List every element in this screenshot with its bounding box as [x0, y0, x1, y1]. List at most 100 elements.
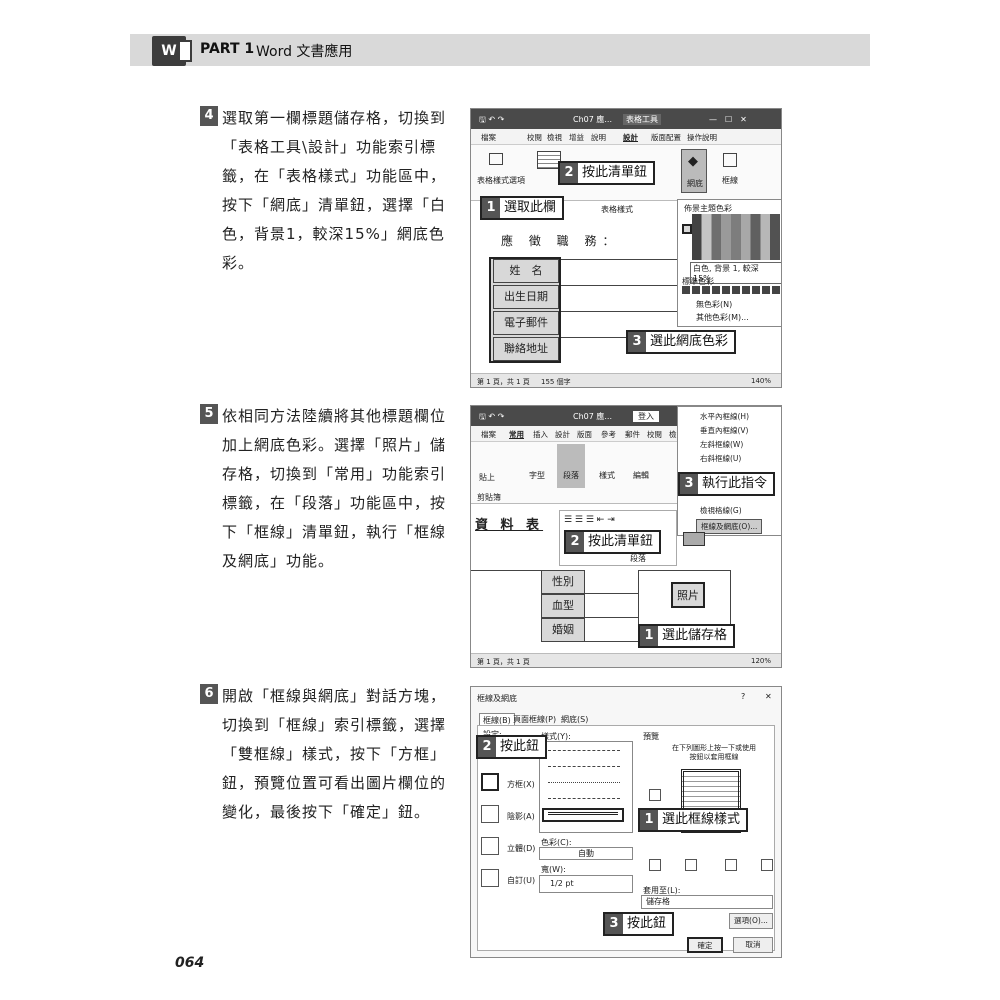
value-cells — [585, 570, 639, 642]
doc-title: Ch07 應... — [573, 412, 613, 421]
login-button[interactable]: 登入 — [633, 411, 659, 422]
cell-birthdate[interactable]: 出生日期 — [493, 285, 559, 309]
menu-view-gridlines[interactable]: 檢視格線(G) — [700, 506, 742, 515]
setting-box[interactable]: 方框(X) — [507, 780, 535, 789]
tab-borders[interactable]: 框線(B) — [479, 713, 515, 727]
tab-layout[interactable]: 版面配置 — [651, 133, 681, 142]
setting-3d[interactable]: 立體(D) — [507, 844, 536, 853]
color-label: 色彩(C): — [541, 838, 572, 847]
setting-custom[interactable]: 自訂(U) — [507, 876, 536, 885]
preview-label: 預覽 — [643, 732, 659, 741]
help-button[interactable]: ? — [741, 692, 746, 701]
window-controls[interactable]: — ☐ ✕ — [709, 115, 747, 124]
word-app-icon: W — [152, 36, 192, 66]
step-text: 依相同方法陸續將其他標題欄位加上網底色彩。選擇「照片」儲存格，切換到「常用」功能… — [222, 407, 447, 570]
tab-tell-me[interactable]: 操作說明 — [687, 133, 717, 142]
cell-gender[interactable]: 性別 — [541, 570, 585, 594]
list-icons[interactable]: ☰ ☰ ☰ ⇤ ⇥ — [564, 515, 615, 525]
top-border-icon[interactable] — [649, 789, 661, 801]
ribbon-tabs: 檔案 校閱 檢視 增益 說明 設計 版面配置 操作說明 — [471, 129, 781, 145]
menu-diagonal-down[interactable]: 左斜框線(W) — [700, 440, 744, 449]
tab-view[interactable]: 檢 — [669, 430, 677, 439]
cell-marital[interactable]: 婚姻 — [541, 618, 585, 642]
border-dropdown-button[interactable] — [683, 532, 705, 546]
left-border-icon[interactable] — [685, 859, 697, 871]
table-style-preview[interactable] — [537, 151, 561, 169]
box-setting-icon[interactable] — [481, 773, 499, 791]
tab-home[interactable]: 常用 — [509, 430, 524, 439]
group-font[interactable]: 字型 — [529, 471, 545, 480]
tab-design[interactable]: 設計 — [623, 133, 638, 142]
standard-color-row[interactable] — [682, 286, 780, 294]
cell-blood-type[interactable]: 血型 — [541, 594, 585, 618]
zoom-level[interactable]: 120% — [751, 657, 772, 665]
tab-file[interactable]: 檔案 — [481, 133, 496, 142]
options-button[interactable]: 選項(O)... — [729, 913, 773, 929]
tab-shading[interactable]: 網底(S) — [561, 715, 589, 724]
diag-border-icon[interactable] — [649, 859, 661, 871]
paragraph-button[interactable]: 段落 — [557, 444, 585, 488]
color-select[interactable]: 自動 — [539, 847, 633, 860]
tab-view[interactable]: 檢視 — [547, 133, 562, 142]
page-number: 064 — [175, 955, 205, 971]
cell-email[interactable]: 電子郵件 — [493, 311, 559, 335]
group-label-styles: 表格樣式 — [601, 205, 633, 214]
custom-setting-icon[interactable] — [481, 869, 499, 887]
right-border-icon[interactable] — [725, 859, 737, 871]
shadow-setting-icon[interactable] — [481, 805, 499, 823]
table-options-icon[interactable] — [489, 153, 503, 165]
style-list[interactable] — [539, 741, 633, 833]
tab-file[interactable]: 檔案 — [481, 430, 496, 439]
tab-addins[interactable]: 增益 — [569, 133, 584, 142]
3d-setting-icon[interactable] — [481, 837, 499, 855]
word-count: 155 個字 — [541, 378, 571, 386]
close-button[interactable]: ✕ — [765, 692, 772, 701]
cell-name[interactable]: 姓 名 — [493, 259, 559, 283]
shading-button[interactable]: ◆ 網底 — [681, 149, 707, 193]
setting-shadow[interactable]: 陰影(A) — [507, 812, 535, 821]
width-select[interactable]: 1/2 pt — [539, 875, 633, 893]
tab-design[interactable]: 設計 — [555, 430, 570, 439]
menu-inside-horizontal[interactable]: 水平內框線(H) — [700, 412, 749, 421]
group-editing[interactable]: 編輯 — [633, 471, 649, 480]
tab-help[interactable]: 說明 — [591, 133, 606, 142]
step-text: 選取第一欄標題儲存格，切換到「表格工具\設計」功能索引標籤，在「表格樣式」功能區… — [222, 109, 447, 272]
tab-page-border[interactable]: 頁面框線(P) — [513, 715, 557, 724]
cancel-button[interactable]: 取消 — [733, 937, 773, 953]
cell-photo[interactable]: 照片 — [671, 582, 705, 608]
theme-color-grid[interactable] — [682, 214, 780, 260]
zoom-level[interactable]: 140% — [751, 377, 772, 385]
tab-mailings[interactable]: 郵件 — [625, 430, 640, 439]
menu-inside-vertical[interactable]: 垂直內框線(V) — [700, 426, 749, 435]
tab-review[interactable]: 校閱 — [527, 133, 542, 142]
more-colors-item[interactable]: 其他色彩(M)... — [696, 313, 749, 322]
part-label: PART 1 — [200, 41, 255, 57]
swatch-tooltip: 白色, 背景 1, 較深 15% — [690, 262, 781, 284]
tool-tab[interactable]: 表格工具 — [623, 114, 661, 125]
doc-heading: 應 徵 職 務： — [501, 234, 621, 248]
doc-heading: 資 料 表 — [475, 518, 544, 533]
tab-references[interactable]: 參考 — [601, 430, 616, 439]
diag-up-border-icon[interactable] — [761, 859, 773, 871]
page-header-band — [130, 34, 870, 66]
tab-layout[interactable]: 版面 — [577, 430, 592, 439]
menu-diagonal-up[interactable]: 右斜框線(U) — [700, 454, 742, 463]
double-line-style[interactable] — [542, 808, 624, 822]
standard-colors-label: 標準色彩 — [682, 277, 714, 286]
group-styles[interactable]: 樣式 — [599, 471, 615, 480]
tab-review[interactable]: 校閱 — [647, 430, 662, 439]
group-paste[interactable]: 貼上 — [479, 473, 495, 482]
menu-borders-shading[interactable]: 框線及網底(O)... — [696, 519, 763, 534]
apply-to-select[interactable]: 儲存格 — [641, 895, 773, 909]
border-button[interactable]: 框線 — [717, 149, 743, 189]
border-label: 框線 — [722, 176, 738, 185]
selected-swatch[interactable] — [682, 224, 692, 234]
tab-insert[interactable]: 插入 — [533, 430, 548, 439]
ok-button[interactable]: 確定 — [687, 937, 723, 953]
cell-address[interactable]: 聯絡地址 — [493, 337, 559, 361]
no-color-item[interactable]: 無色彩(N) — [696, 300, 733, 309]
